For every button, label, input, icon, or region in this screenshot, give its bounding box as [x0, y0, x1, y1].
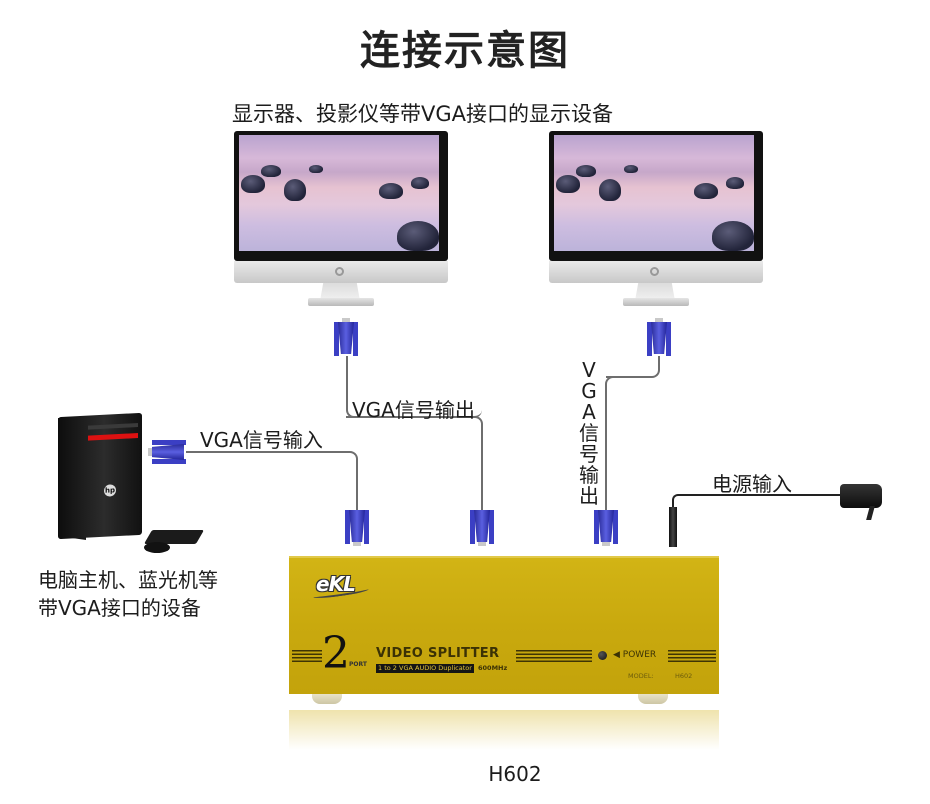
power-input-label: 电源输入 — [712, 472, 792, 496]
power-led-icon — [598, 651, 607, 660]
monitor-icon — [547, 128, 767, 308]
hp-logo-icon: hp — [104, 484, 116, 497]
decor-lines — [668, 650, 716, 662]
decor-lines — [292, 650, 322, 662]
product-subtitle: 1 to 2 VGA AUDIO Duplicator — [376, 664, 474, 673]
power-label: ◀ POWER — [613, 650, 657, 660]
vga-output-cable-2 — [606, 356, 660, 378]
vga-connector-icon — [594, 506, 618, 546]
device-reflection — [289, 710, 719, 750]
vga-input-label: VGA信号输入 — [200, 428, 323, 452]
power-adapter-icon — [840, 484, 882, 508]
vga-connector-icon — [148, 440, 188, 464]
model-key: MODEL: — [628, 672, 654, 680]
model-caption: H602 — [488, 762, 542, 786]
decor-lines — [516, 650, 592, 662]
vga-connector-icon — [647, 318, 671, 358]
vga-splitter-device — [289, 556, 719, 694]
brand-logo: eKL — [316, 572, 356, 596]
power-cable — [672, 494, 842, 510]
monitor-screen — [554, 135, 754, 251]
device-foot — [312, 694, 342, 704]
port-count: 2 — [322, 628, 350, 679]
monitor-screen — [239, 135, 439, 251]
model-value: H602 — [675, 672, 693, 680]
frequency: 600MHz — [478, 664, 508, 672]
vga-connector-icon — [470, 506, 494, 546]
mouse-icon — [144, 542, 170, 553]
source-caption-line-2: 带VGA接口的设备 — [38, 596, 201, 620]
vga-input-cable — [186, 451, 358, 512]
diagram-title: 连接示意图 — [360, 28, 570, 74]
monitor-icon — [232, 128, 452, 308]
vga-output-label-1: VGA信号输出 — [352, 398, 475, 422]
vga-output-cable-2-b — [605, 376, 615, 512]
product-name: VIDEO SPLITTER — [376, 646, 500, 661]
dc-plug-icon — [669, 507, 677, 547]
desktop-tower-icon: hp — [58, 412, 142, 540]
adapter-prong — [866, 506, 875, 520]
source-caption-line-1: 电脑主机、蓝光机等 — [38, 568, 218, 592]
source-device-caption: 电脑主机、蓝光机等 带VGA接口的设备 — [38, 566, 218, 622]
device-foot — [638, 694, 668, 704]
vga-connector-icon — [345, 506, 369, 546]
vga-connector-icon — [334, 318, 358, 358]
port-word: PORT — [349, 661, 367, 668]
displays-caption: 显示器、投影仪等带VGA接口的显示设备 — [232, 102, 614, 126]
vga-output-cable-1-b — [346, 416, 483, 512]
vga-output-label-2: VGA信号输出 — [579, 358, 599, 508]
